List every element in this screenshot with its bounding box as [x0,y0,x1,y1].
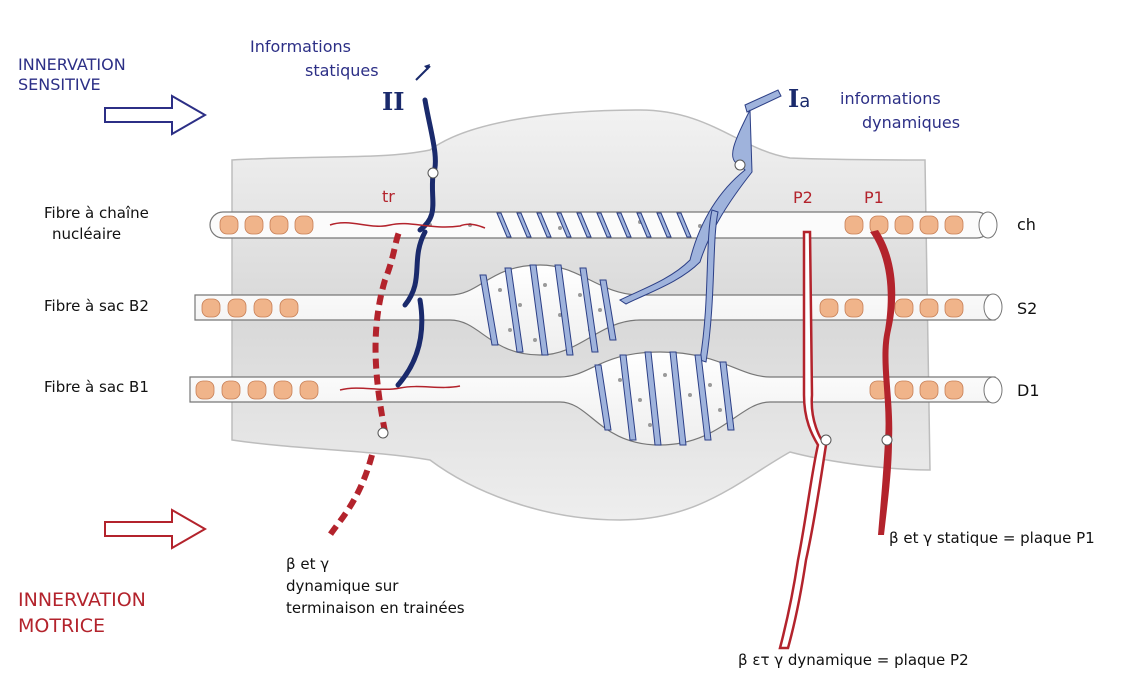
beta-gamma-stat: β et γ statique = plaque P1 [889,530,1095,547]
sensitive-arrow [105,96,205,134]
beta-gamma-dyn-line3: terminaison en trainées [286,600,465,617]
roman-ia-sub: a [799,91,810,112]
ii-node [428,168,438,178]
fibre-chaine-line1: Fibre à chaîne [44,205,149,222]
beta-gamma-dyn-line1: β et γ [286,556,329,573]
fibre-b2: Fibre à sac B2 [44,298,149,315]
informations-statiques-line1: Informations [250,38,351,56]
innervation-sensitive-line1: INNERVATION [18,56,126,74]
beta-gamma-dyn-p2: β ετ γ dynamique = plaque P2 [738,652,969,669]
label-d1: D1 [1017,382,1040,400]
label-ch: ch [1017,216,1036,234]
label-s2: S2 [1017,300,1037,318]
innervation-motrice-line2: MOTRICE [18,616,105,638]
label-p1: P1 [864,189,884,207]
label-tr: tr [382,188,395,206]
fibre-b1: Fibre à sac B1 [44,379,149,396]
informations-dynamiques-line2: dynamiques [862,114,960,132]
informations-dynamiques-line1: informations [840,90,941,108]
beta-gamma-dyn-line2: dynamique sur [286,578,398,595]
informations-statiques-line2: statiques [305,62,379,80]
innervation-sensitive-line2: SENSITIVE [18,76,101,94]
innervation-motrice-line1: INNERVATION [18,590,146,612]
roman-ii: II [382,88,404,116]
roman-ia: Ia [788,85,810,113]
roman-ia-main: I [788,84,799,113]
label-p2: P2 [793,189,813,207]
fibre-chaine-line2: nucléaire [52,226,121,243]
motrice-arrow [105,510,205,548]
